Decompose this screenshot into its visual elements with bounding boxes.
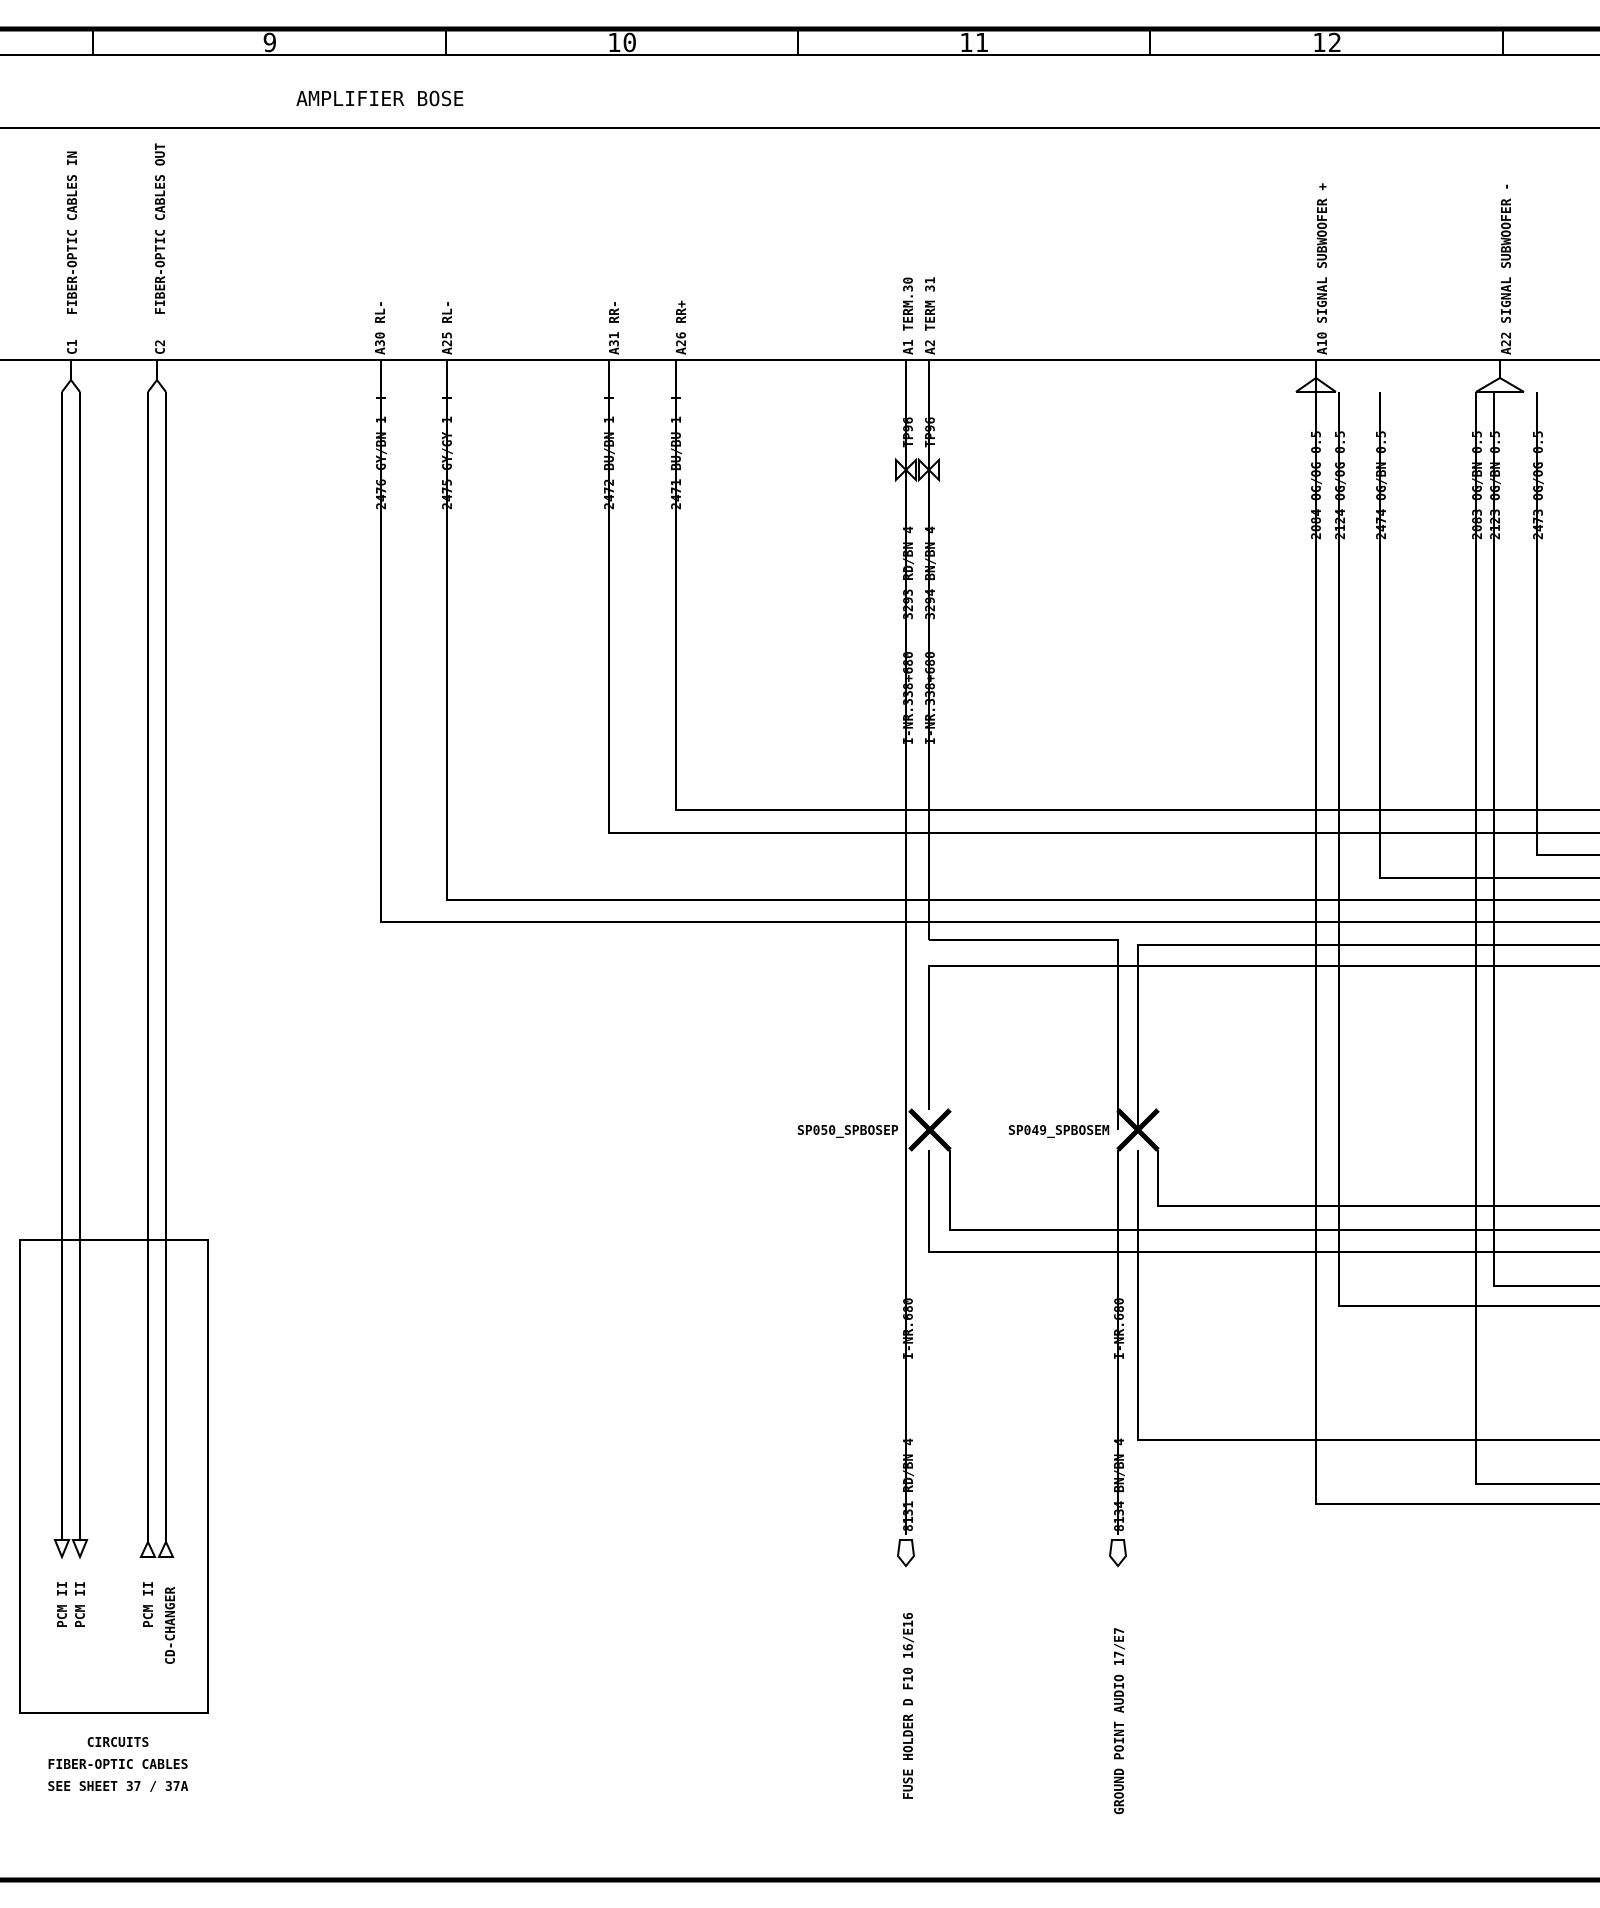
wire-2124 <box>1338 392 1600 1307</box>
wire-2474 <box>1379 392 1600 879</box>
fiber-connector-c2 <box>147 378 167 393</box>
pin-desc-c1: FIBER-OPTIC CABLES IN <box>66 150 81 315</box>
fiber-arrow-up-icon <box>157 1539 175 1558</box>
component-title: AMPLIFIER BOSE <box>296 87 465 111</box>
fiber-arrow-down-icon <box>71 1539 89 1560</box>
title-block: 9 10 11 12 AMPLIFIER BOSE <box>0 26 1600 1883</box>
rear-speaker-wires: 2476 GY/BN 1 2475 GY/GY 1 2472 BU/BN 1 2… <box>375 360 1600 923</box>
wire-label-8131: 8131 RD/BN 4 <box>902 1438 917 1532</box>
sp049-in <box>1137 944 1600 1130</box>
subwoofer-signal-wires: 2084 OG/OG 0.5 2124 OG/OG 0.5 2474 OG/BN… <box>1295 360 1600 1505</box>
wire-label-2084: 2084 OG/OG 0.5 <box>1310 430 1325 540</box>
wire-label-2124: 2124 OG/OG 0.5 <box>1334 430 1349 540</box>
wire-label-2475: 2475 GY/GY 1 <box>441 416 456 510</box>
fiber-optic-cables: PCM II PCM II PCM II CD-CHANGER CIRCUITS… <box>19 360 209 1795</box>
inr680-label-a: I-NR.680 <box>902 1297 917 1360</box>
wire-label-2476: 2476 GY/BN 1 <box>375 416 390 510</box>
test-point-icon <box>918 457 940 483</box>
wire-3294-branch <box>929 939 1119 1130</box>
splice-label-sp050: SP050_SPBOSEP <box>797 1124 899 1139</box>
pin-label-a26: A26 RR+ <box>675 300 690 355</box>
column-number-12: 12 <box>1311 29 1342 59</box>
wire-label-2083: 2083 OG/BN 0.5 <box>1471 430 1486 540</box>
pcm-label: PCM II <box>142 1581 157 1628</box>
destination-ground-point: GROUND POINT AUDIO 17/E7 <box>1113 1627 1128 1815</box>
pcm-label: PCM II <box>74 1581 89 1628</box>
pin-desc-c2: FIBER-OPTIC CABLES OUT <box>154 143 169 315</box>
column-number-11: 11 <box>958 29 989 59</box>
pin-label-a10: A10 SIGNAL SUBWOOFER + <box>1316 183 1331 355</box>
wire-label-3294: 3294 BN/BN 4 <box>924 526 939 620</box>
sp049-out-b <box>1137 1150 1600 1441</box>
sp050-out-a <box>949 1150 1600 1231</box>
inr680-label-b: I-NR.680 <box>1113 1297 1128 1360</box>
pin-label-a2: A2 TERM 31 <box>924 277 939 355</box>
pin-label-a25: A25 RL- <box>441 300 456 355</box>
destination-fuse-holder: FUSE HOLDER D F10 16/E16 <box>902 1612 917 1800</box>
inr-label-1: I-NR.338+680 <box>902 651 917 745</box>
wire-label-2473: 2473 OG/OG 0.5 <box>1532 430 1547 540</box>
sp049-out-a <box>1157 1150 1600 1207</box>
pin-label-c1: C1 <box>66 339 81 355</box>
wire-label-2474: 2474 OG/BN 0.5 <box>1375 430 1390 540</box>
fiber-optic-box <box>19 1239 209 1714</box>
wire-label-2471: 2471 BU/BU 1 <box>670 416 685 510</box>
sp050-out-b <box>928 1150 1600 1253</box>
tp96-label-b: TP96 <box>924 417 939 448</box>
wire-label-3293: 3293 RD/BN 4 <box>902 526 917 620</box>
fiber-arrow-up-icon <box>139 1539 157 1558</box>
wire-2476 <box>380 360 1600 923</box>
splice-label-sp049: SP049_SPBOSEM <box>1008 1124 1110 1139</box>
tp96-label-a: TP96 <box>902 417 917 448</box>
splice-x-icon <box>908 1108 952 1152</box>
splice-fork-icon <box>1475 377 1525 393</box>
pcm-label: PCM II <box>56 1581 71 1628</box>
fiber-arrow-down-icon <box>53 1539 71 1560</box>
fiber-note-line1: CIRCUITS <box>87 1736 150 1751</box>
fiber-note-line2: FIBER-OPTIC CABLES <box>48 1758 189 1773</box>
wire-2084 <box>1315 392 1600 1505</box>
pin-label-a31: A31 RR- <box>608 300 623 355</box>
terminal-connector-icon <box>896 1539 916 1568</box>
power-feed-wires: TP96 TP96 3293 RD/BN 4 3294 BN/BN 4 I-NR… <box>797 360 1600 1815</box>
splice-x-icon <box>1116 1108 1160 1152</box>
wire-2473 <box>1536 392 1600 856</box>
pin-label-a30: A30 RL- <box>374 300 389 355</box>
wire-2475 <box>446 360 1600 901</box>
wire-2083 <box>1475 392 1600 1485</box>
column-number-10: 10 <box>606 29 637 59</box>
wire-2472 <box>608 360 1600 834</box>
fiber-note-line3: SEE SHEET 37 / 37A <box>48 1780 189 1795</box>
column-number-9: 9 <box>262 29 278 59</box>
terminal-connector-icon <box>1108 1539 1128 1568</box>
wire-label-2472: 2472 BU/BN 1 <box>603 416 618 510</box>
pin-label-a22: A22 SIGNAL SUBWOOFER - <box>1500 183 1515 355</box>
cd-changer-label: CD-CHANGER <box>164 1587 179 1665</box>
pin-label-a1: A1 TERM.30 <box>902 277 917 355</box>
wire-2123 <box>1493 392 1600 1287</box>
fiber-connector-c1 <box>61 378 81 393</box>
test-point-icon <box>895 457 917 483</box>
wire-label-8134: 8134 BN/BN 4 <box>1113 1438 1128 1532</box>
wire-2471 <box>675 360 1600 811</box>
inr-label-2: I-NR.338+680 <box>924 651 939 745</box>
connector-pin-labels: C1 FIBER-OPTIC CABLES IN C2 FIBER-OPTIC … <box>66 143 1515 355</box>
wire-label-2123: 2123 OG/BN 0.5 <box>1489 430 1504 540</box>
sp050-feed <box>928 965 1600 1110</box>
pin-label-c2: C2 <box>154 339 169 355</box>
